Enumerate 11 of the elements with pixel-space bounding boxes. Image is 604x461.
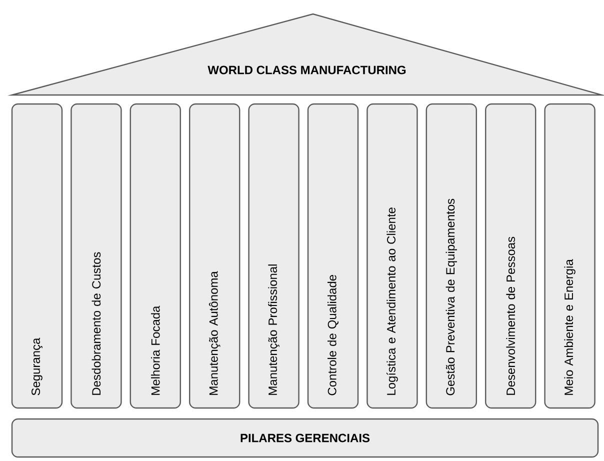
pillar-box: Gestão Preventiva de Equipamentos (426, 103, 477, 409)
pillar-box: Manutenção Autônoma (189, 103, 240, 409)
pillar-box: Melhoria Focada (130, 103, 181, 409)
pillar-box: Segurança (11, 103, 63, 409)
pillar-box: Logística e Atendimento ao Cliente (366, 103, 418, 409)
pillar-box: Manutenção Profissional (248, 103, 300, 409)
pillar-box: Meio Ambiente e Energia (544, 103, 596, 409)
pillar-box: Controle de Qualidade (307, 103, 359, 409)
base-bar: PILARES GERENCIAIS (11, 418, 599, 458)
pillar-box: Desenvolvimento de Pessoas (485, 103, 536, 409)
pillar-box: Desdobramento de Custos (70, 103, 122, 409)
